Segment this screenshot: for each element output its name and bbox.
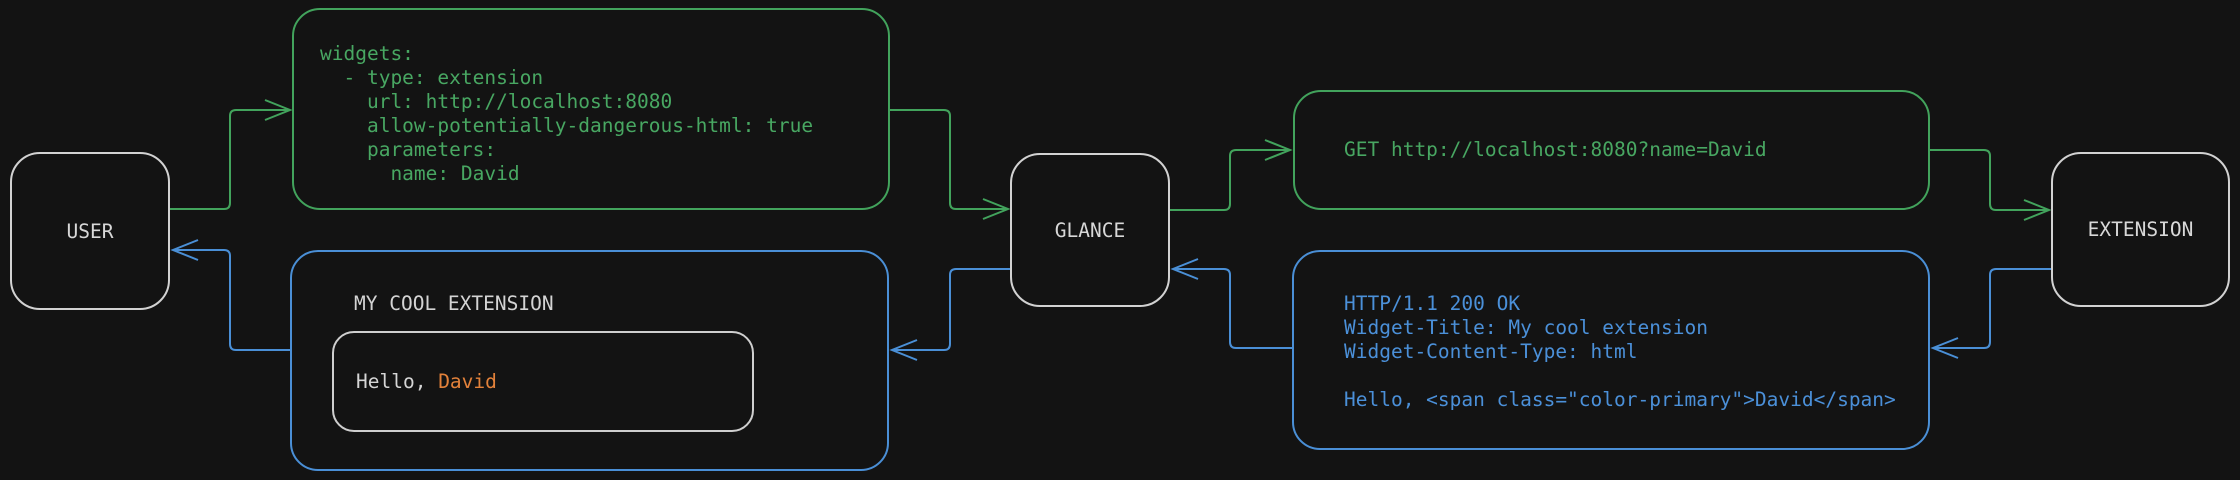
- config-line: url: http://localhost:8080: [320, 90, 673, 113]
- config-line: name: David: [320, 162, 520, 185]
- user-node-label: USER: [66, 219, 114, 243]
- config-line: allow-potentially-dangerous-html: true: [320, 114, 814, 137]
- rendered-widget-box: MY COOL EXTENSION Hello, David: [290, 250, 889, 471]
- arrow-config-to-glance: [890, 109, 1011, 220]
- arrow-response-to-glance: [1170, 258, 1292, 349]
- extension-node-label: EXTENSION: [2087, 218, 2194, 241]
- arrow-request-to-extension: [1930, 149, 2052, 221]
- arrow-user-to-config: [170, 99, 293, 210]
- response-line: Hello, <span class="color-primary">David…: [1344, 388, 1896, 411]
- http-response-box: HTTP/1.1 200 OK Widget-Title: My cool ex…: [1292, 250, 1930, 450]
- response-line: HTTP/1.1 200 OK: [1344, 292, 1521, 315]
- glance-node-label: GLANCE: [1054, 218, 1126, 242]
- extension-node: EXTENSION: [2051, 152, 2230, 307]
- arrow-widget-to-user: [170, 239, 290, 351]
- arrow-extension-to-response: [1930, 268, 2051, 359]
- arrow-glance-to-widget: [889, 268, 1010, 361]
- request-line: GET http://localhost:8080?name=David: [1344, 138, 1767, 161]
- response-blank-line: [1344, 364, 1928, 388]
- widget-title: MY COOL EXTENSION: [354, 292, 554, 315]
- response-line: Widget-Content-Type: html: [1344, 340, 1638, 363]
- response-line: Widget-Title: My cool extension: [1344, 316, 1708, 339]
- user-node: USER: [10, 152, 170, 310]
- config-line: widgets:: [320, 42, 414, 65]
- config-line: parameters:: [320, 138, 497, 161]
- glance-node: GLANCE: [1010, 153, 1170, 307]
- widget-greeting-box: Hello, David: [332, 331, 754, 432]
- greeting-prefix: Hello,: [356, 370, 439, 393]
- config-yaml-box: widgets: - type: extension url: http://l…: [292, 8, 890, 210]
- config-line: - type: extension: [320, 66, 544, 89]
- greeting-name: David: [438, 370, 497, 393]
- arrow-glance-to-request: [1170, 139, 1293, 211]
- http-request-box: GET http://localhost:8080?name=David: [1293, 90, 1930, 210]
